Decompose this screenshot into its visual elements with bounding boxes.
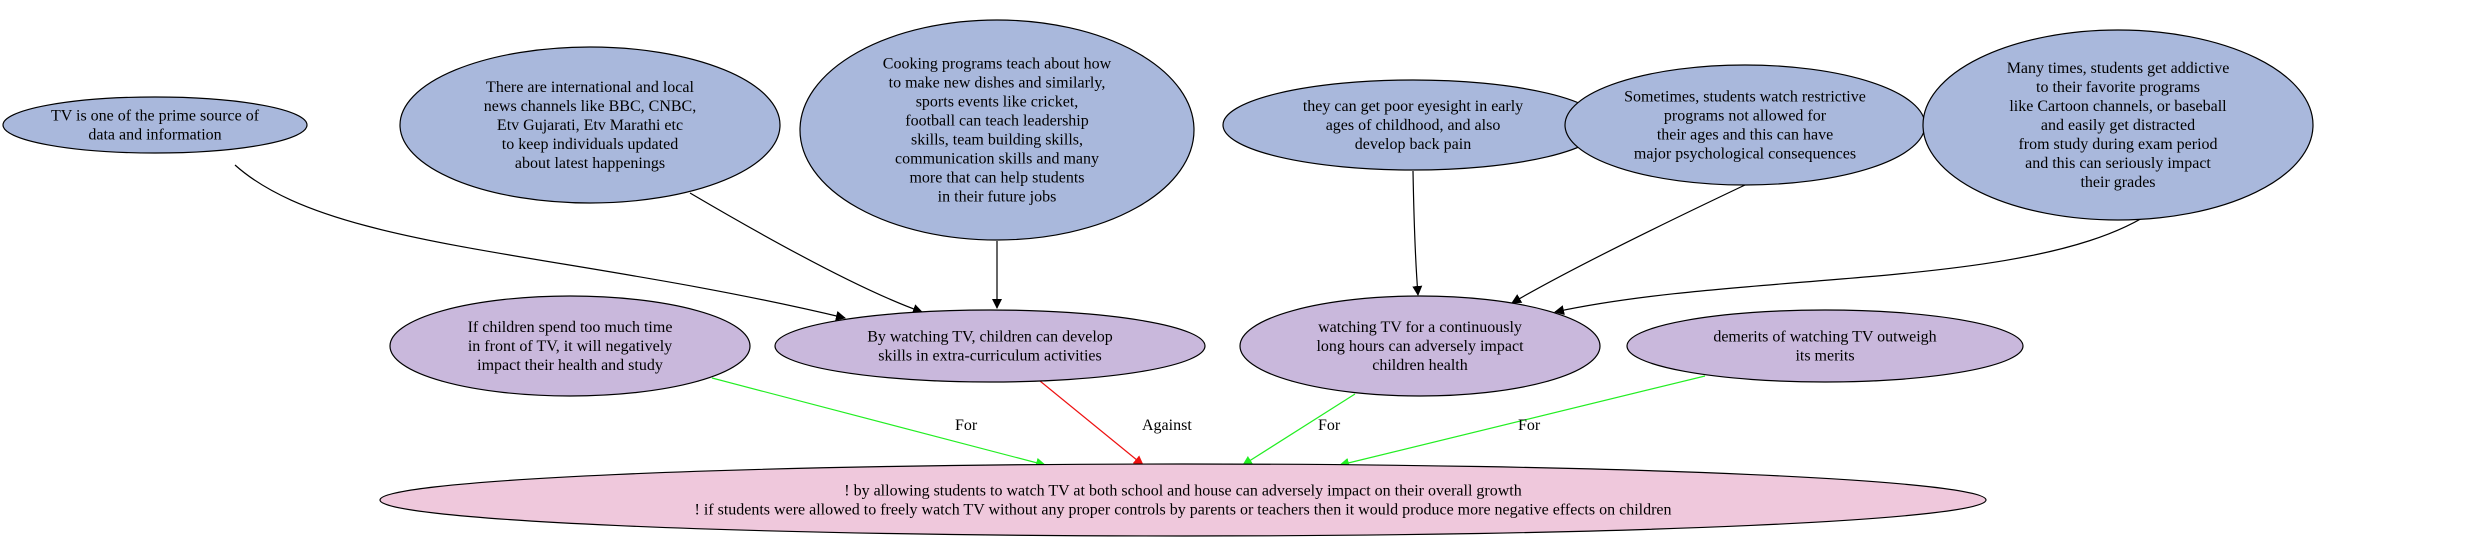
node-text-line: and easily get distracted xyxy=(2041,117,2195,134)
node-text-line: and this can seriously impact xyxy=(2025,155,2211,172)
edge-n6-to-c3 xyxy=(1554,209,2156,315)
node-text-line: in front of TV, it will negatively xyxy=(468,338,672,355)
claim-ellipse xyxy=(389,295,751,397)
node-n4: they can get poor eyesight in early ages … xyxy=(1222,79,1604,171)
node-text-line: develop back pain xyxy=(1355,136,1471,153)
node-n5: Sometimes, students watch restrictive pro… xyxy=(1564,64,1926,186)
node-text-line: about latest happenings xyxy=(515,155,665,172)
edge-n1-to-c2 xyxy=(234,164,846,321)
node-text-line: from study during exam period xyxy=(2018,136,2217,153)
edge-line xyxy=(689,192,923,314)
edge-line xyxy=(1412,170,1423,296)
node-text-line: watching TV for a continuously xyxy=(1318,319,1522,336)
nodes-layer: TV is one of the prime source of data and… xyxy=(2,19,2314,537)
premise-ellipse xyxy=(799,19,1195,241)
node-text-line: There are international and local xyxy=(486,79,694,96)
node-text-line: communication skills and many xyxy=(895,151,1099,168)
node-text-line: ! by allowing students to watch TV at bo… xyxy=(844,483,1521,500)
premise-ellipse xyxy=(2,96,308,154)
node-n1: TV is one of the prime source of data and… xyxy=(2,96,308,154)
node-c1: If children spend too much time in front … xyxy=(389,295,751,397)
edge-line xyxy=(1511,184,1746,304)
node-text-line: major psychological consequences xyxy=(1634,146,1856,163)
node-text-line: skills, team building skills, xyxy=(911,132,1083,149)
node-text-line: ! if students were allowed to freely wat… xyxy=(694,502,1671,519)
edge-c2-to-root: Against xyxy=(1039,380,1192,466)
node-c2: By watching TV, children can develop skil… xyxy=(774,309,1206,383)
edge-label: For xyxy=(1518,417,1541,434)
node-text-line: its merits xyxy=(1795,348,1854,365)
node-text-line: If children spend too much time xyxy=(468,319,673,336)
edge-label: Against xyxy=(1142,417,1192,434)
edge-c4-to-root: For xyxy=(1339,375,1706,468)
node-text-line: Sometimes, students watch restrictive xyxy=(1624,89,1866,106)
claim-ellipse xyxy=(1626,309,2024,383)
node-text-line: football can teach leadership xyxy=(905,113,1088,130)
node-text-line: their grades xyxy=(2080,174,2155,191)
edge-label: For xyxy=(955,417,978,434)
node-text-line: impact their health and study xyxy=(477,357,663,374)
edge-c1-to-root: For xyxy=(711,377,1046,468)
claim-ellipse xyxy=(1239,295,1601,397)
node-text-line: TV is one of the prime source of xyxy=(51,108,260,125)
node-text-line: By watching TV, children can develop xyxy=(867,329,1113,346)
claim-ellipse xyxy=(774,309,1206,383)
edge-line xyxy=(234,164,846,321)
edge-c3-to-root: For xyxy=(1242,393,1356,466)
edge-n5-to-c3 xyxy=(1511,184,1746,304)
node-n6: Many times, students get addictive to the… xyxy=(1922,29,2314,221)
node-text-line: Cooking programs teach about how xyxy=(883,56,1112,73)
node-text-line: data and information xyxy=(88,127,221,144)
node-text-line: more that can help students xyxy=(909,170,1084,187)
edge-line xyxy=(1554,209,2156,315)
node-text-line: long hours can adversely impact xyxy=(1316,338,1524,355)
node-n2: There are international and local news ch… xyxy=(399,46,781,204)
node-text-line: they can get poor eyesight in early xyxy=(1303,98,1523,115)
edge-line xyxy=(1242,393,1356,466)
premise-ellipse xyxy=(1564,64,1926,186)
node-c4: demerits of watching TV outweigh its meri… xyxy=(1626,309,2024,383)
edges-layer: For Against For For xyxy=(234,164,2156,468)
edge-n4-to-c3 xyxy=(1412,170,1423,296)
node-text-line: their ages and this can have xyxy=(1657,127,1833,144)
node-text-line: to make new dishes and similarly, xyxy=(889,75,1106,92)
node-text-line: sports events like cricket, xyxy=(916,94,1079,111)
node-text-line: Etv Gujarati, Etv Marathi etc xyxy=(497,117,683,134)
edge-line xyxy=(1039,380,1144,466)
node-text-line: in their future jobs xyxy=(938,189,1057,206)
edge-line xyxy=(711,377,1046,468)
conclusion-ellipse xyxy=(379,463,1987,537)
node-text-line: Many times, students get addictive xyxy=(2007,60,2230,77)
node-text-line: news channels like BBC, CNBC, xyxy=(484,98,696,115)
node-text-line: like Cartoon channels, or baseball xyxy=(2009,98,2227,115)
node-n3: Cooking programs teach about how to make … xyxy=(799,19,1195,241)
premise-ellipse xyxy=(1922,29,2314,221)
node-text-line: children health xyxy=(1372,357,1468,374)
node-text-line: ages of childhood, and also xyxy=(1326,117,1501,134)
node-text-line: to their favorite programs xyxy=(2036,79,2200,96)
premise-ellipse xyxy=(399,46,781,204)
node-text-line: demerits of watching TV outweigh xyxy=(1713,329,1936,346)
edge-label: For xyxy=(1318,417,1341,434)
node-text-line: skills in extra-curriculum activities xyxy=(878,348,1102,365)
node-text-line: to keep individuals updated xyxy=(502,136,678,153)
edge-line xyxy=(1339,375,1706,468)
node-text-line: programs not allowed for xyxy=(1664,108,1827,125)
node-root: ! by allowing students to watch TV at bo… xyxy=(379,463,1987,537)
node-c3: watching TV for a continuously long hours… xyxy=(1239,295,1601,397)
edge-n2-to-c2 xyxy=(689,192,923,314)
